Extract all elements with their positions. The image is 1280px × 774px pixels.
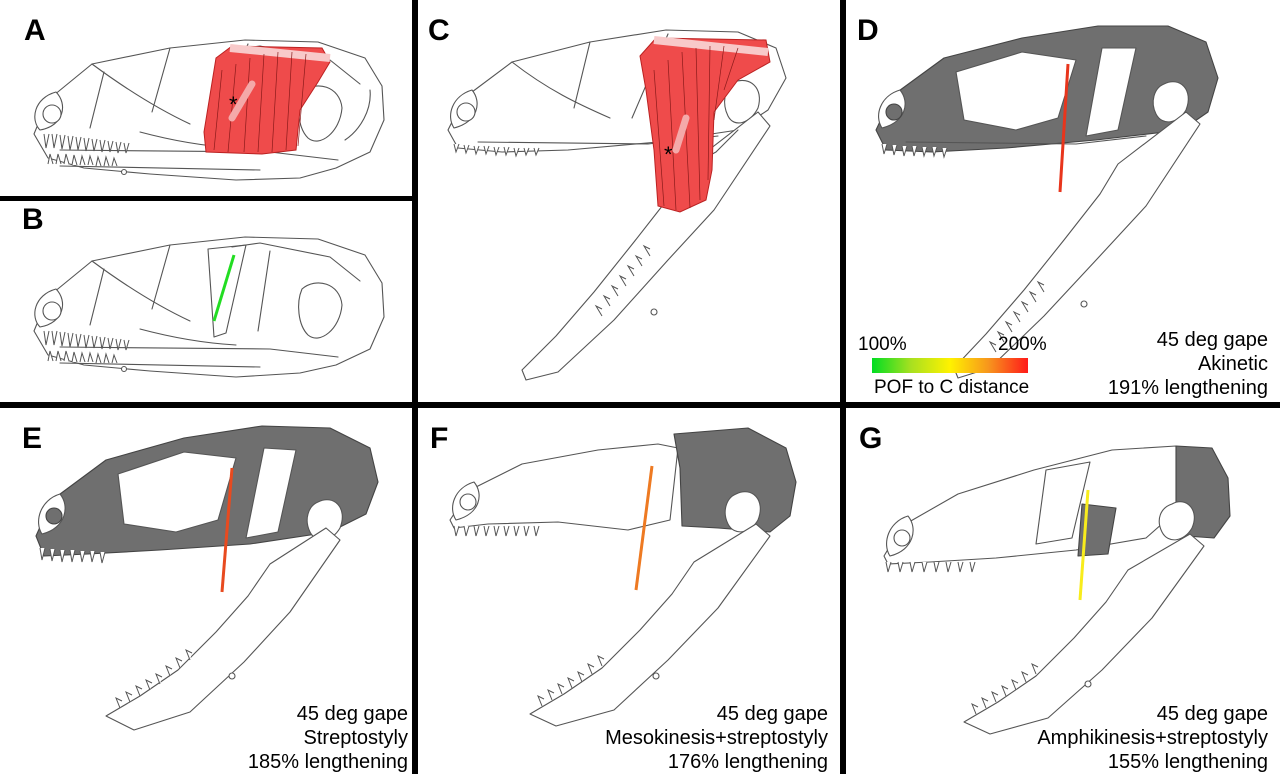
legend-color-scale [872, 358, 1028, 373]
muscle-center-marker: * [664, 142, 673, 167]
muscle-center-marker: * [229, 92, 238, 117]
legend-min-label: 100% [858, 334, 907, 356]
skull-c: * [418, 0, 840, 402]
legend-max-label: 200% [998, 334, 1047, 356]
skull-a: * [0, 0, 414, 196]
caption-f-lengthening: 176% lengthening [605, 750, 828, 774]
caption-g-gape: 45 deg gape [1037, 702, 1268, 726]
caption-g-lengthening: 155% lengthening [1037, 750, 1268, 774]
upper-teeth [886, 562, 975, 572]
skull-b [0, 201, 414, 401]
upper-teeth [454, 526, 539, 536]
highlighted-braincase [674, 428, 796, 532]
caption-d-kinesis: Akinetic [1108, 352, 1268, 376]
caption-g: 45 deg gape Amphikinesis+streptostyly 15… [1037, 702, 1268, 774]
closed-skull-outline [34, 237, 384, 377]
lower-jaw [40, 528, 340, 730]
legend-title: POF to C distance [874, 377, 1029, 399]
caption-f: 45 deg gape Mesokinesis+streptostyly 176… [605, 702, 828, 774]
caption-d-gape: 45 deg gape [1108, 328, 1268, 352]
caption-e-gape: 45 deg gape [248, 702, 408, 726]
caption-e: 45 deg gape Streptostyly 185% lengthenin… [248, 702, 408, 774]
caption-f-gape: 45 deg gape [605, 702, 828, 726]
caption-g-kinesis: Amphikinesis+streptostyly [1037, 726, 1268, 750]
caption-d: 45 deg gape Akinetic 191% lengthening [1108, 328, 1268, 400]
lower-jaw [530, 524, 770, 726]
white-cranium [884, 446, 1180, 572]
caption-e-kinesis: Streptostyly [248, 726, 408, 750]
caption-d-lengthening: 191% lengthening [1108, 376, 1268, 400]
caption-e-lengthening: 185% lengthening [248, 750, 408, 774]
caption-f-kinesis: Mesokinesis+streptostyly [605, 726, 828, 750]
